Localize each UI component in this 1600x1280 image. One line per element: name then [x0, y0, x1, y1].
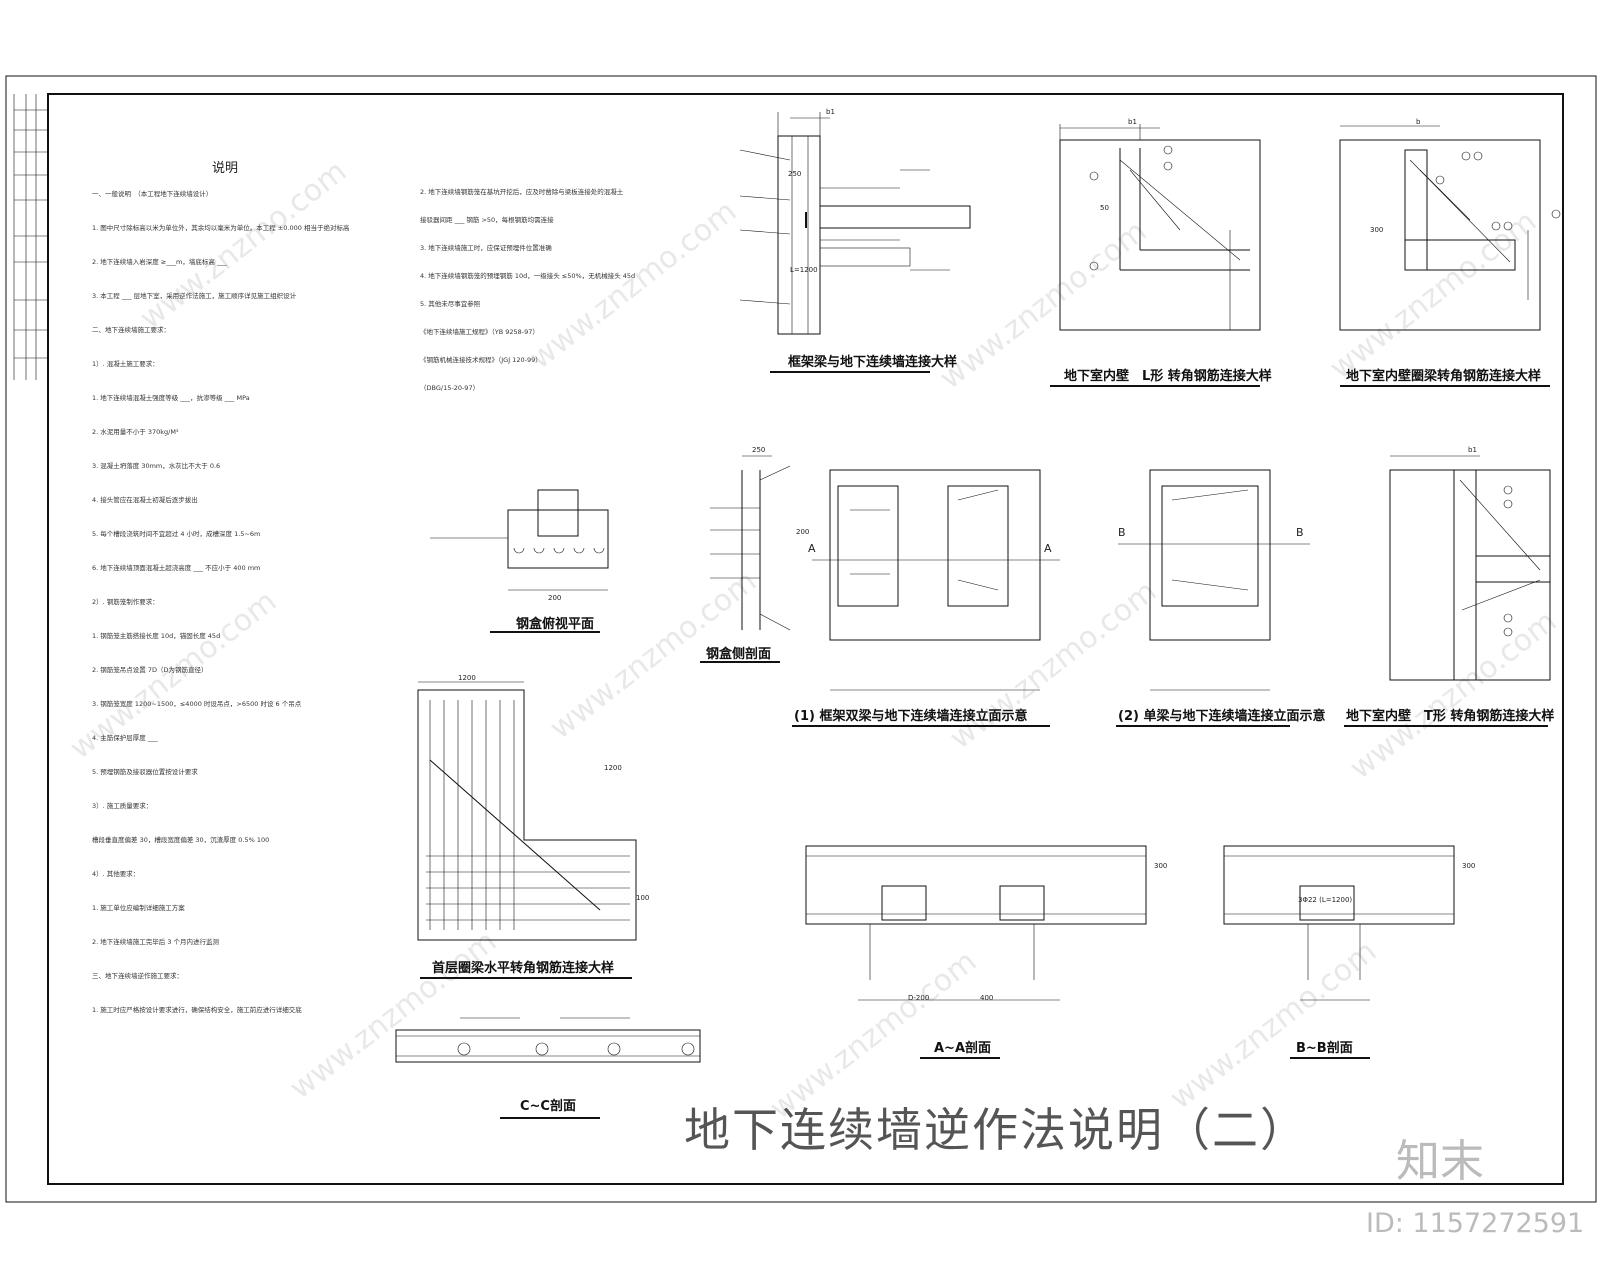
note-line: 4. 主筋保护层厚度 ___	[92, 733, 158, 742]
caption-d10: C~C剖面	[520, 1098, 576, 1114]
dimension-mark: 3Φ22 (L=1200)	[1298, 896, 1352, 904]
note-line: 1. 图中尺寸除标高以米为单位外，其余均以毫米为单位。本工程 ±0.000 相当…	[92, 223, 350, 232]
detail-t-corner: b1 地下室内壁 T形 转角钢筋连接大样	[1344, 446, 1554, 727]
detail-double-beam-elevation: A A (1) 框架双梁与地下连续墙连接立面示意	[792, 469, 1060, 727]
dimension-mark: 200	[796, 528, 809, 536]
note-line: 3. 钢筋笼宽度 1200~1500，≤4000 时设吊点，>6500 时设 6…	[92, 699, 302, 708]
note-line: 2）. 钢筋笼制作要求：	[92, 597, 159, 606]
caption-d9: 首层圈梁水平转角钢筋连接大样	[432, 960, 614, 976]
watermark-7: www.znzmo.com	[943, 574, 1163, 756]
notes-heading: 说明	[212, 161, 238, 176]
note-line: 4. 地下连续墙钢筋笼的预埋钢筋 10d，一级接头 ≤50%，无机械接头 45d	[420, 271, 635, 280]
note-line: 1. 地下连续墙混凝土强度等级 ___，抗渗等级 ___ MPa	[92, 393, 250, 402]
detail-section-cc: C~C剖面	[395, 1017, 701, 1119]
dimension-mark: 100	[636, 894, 649, 902]
caption-d5: 钢盒侧剖面	[706, 646, 771, 662]
note-line: 一、一般说明 （本工程地下连续墙设计）	[92, 189, 212, 198]
sec-a-right: A	[1044, 542, 1052, 555]
dim-250-d5: 250	[752, 446, 765, 454]
note-line: 《地下连续墙施工规程》（YB 9258-97）	[420, 327, 539, 336]
detail-ringbeam-corner: b 地下室内壁圈梁转角钢筋连接大样	[1339, 118, 1561, 387]
dimension-mark: 50	[1100, 204, 1109, 212]
dim-b1-d2: b1	[1128, 118, 1137, 126]
dim-1200-d9: 1200	[458, 674, 476, 682]
detail-ground-ringbeam-corner: 1200 首层圈梁水平转角钢筋连接大样	[417, 674, 637, 979]
notes-left-column: 一、一般说明 （本工程地下连续墙设计） 1. 图中尺寸除标高以米为单位外，其余均以…	[92, 189, 350, 1014]
note-line: 1. 钢筋笼主筋搭接长度 10d，锚固长度 45d	[92, 631, 220, 640]
detail-steel-box-section: 250 钢盒侧剖面	[700, 446, 791, 663]
note-line: 2. 水泥用量不小于 370kg/M³	[92, 427, 179, 436]
note-line: 1. 施工时应严格按设计要求进行，确保结构安全，施工前应进行详细交底	[92, 1005, 302, 1014]
watermark-2: www.znzmo.com	[523, 194, 743, 376]
sec-a-left: A	[808, 542, 816, 555]
note-line: 1. 施工单位应编制详细施工方案	[92, 903, 185, 912]
detail-single-beam-elevation: B B (2) 单梁与地下连续墙连接立面示意	[1116, 469, 1325, 727]
watermark-1: www.znzmo.com	[133, 154, 353, 336]
note-line: 5. 预埋钢筋及接驳器位置按设计要求	[92, 767, 198, 776]
caption-d7: (2) 单梁与地下连续墙连接立面示意	[1118, 708, 1325, 724]
note-line: 4）. 其他要求：	[92, 869, 139, 878]
note-line: 3. 混凝土坍落度 30mm，水灰比不大于 0.6	[92, 461, 220, 470]
sheet-inner-border	[47, 93, 1564, 1185]
detail-l-corner: b1 地下室内壁 L形 转角钢筋连接大样	[1050, 118, 1272, 387]
note-line: 槽段垂直度偏差 30，槽段宽度偏差 30，沉渣厚度 0.5% 100	[92, 835, 269, 844]
caption-d2: 地下室内壁 L形 转角钢筋连接大样	[1064, 368, 1272, 384]
dim-b-d3: b	[1416, 118, 1421, 126]
watermark-8: www.znzmo.com	[1343, 604, 1563, 786]
watermark-11: www.znzmo.com	[1163, 934, 1383, 1116]
note-line: 5. 每个槽段浇筑时间不宜超过 4 小时，成槽深度 1.5~6m	[92, 529, 260, 538]
watermark-4: www.znzmo.com	[1323, 204, 1543, 386]
note-line: 《钢筋机械连接技术规程》（JGJ 120-99）	[420, 355, 542, 364]
dim-b1-top: b1	[826, 108, 835, 116]
dim-l1200-d1: L=1200	[790, 266, 818, 274]
dim-200-d4: 200	[548, 594, 561, 602]
note-line: （DBG/15-20-97）	[420, 384, 479, 392]
note-line: 3. 地下连续墙施工时，应保证预埋件位置准确	[420, 243, 552, 252]
note-line: 1）. 混凝土施工要求：	[92, 359, 159, 368]
dim-b1-d8: b1	[1468, 446, 1477, 454]
note-line: 4. 接头管应在混凝土初凝后逐步拔出	[92, 495, 198, 504]
note-line: 二、地下连续墙施工要求：	[92, 325, 170, 334]
detail-steel-box-plan: 200 钢盒俯视平面	[430, 489, 609, 633]
note-line: 6. 地下连续墙顶面混凝土超浇高度 ___ 不应小于 400 mm	[92, 563, 260, 572]
watermark-9: www.znzmo.com	[283, 924, 503, 1106]
left-title-strip	[13, 94, 48, 380]
note-line: 2. 地下连续墙入岩深度 ≥___m，墙底标高 ___	[92, 257, 227, 266]
dimension-mark: 400	[980, 994, 993, 1002]
brand-logo: 知末	[1396, 1136, 1484, 1187]
dimension-mark: D-200	[908, 994, 929, 1002]
caption-d6: (1) 框架双梁与地下连续墙连接立面示意	[794, 708, 1027, 724]
caption-d11: A~A剖面	[934, 1040, 991, 1056]
brand-id: ID: 1157272591	[1366, 1208, 1584, 1239]
note-line: 接驳器间距 ___ 钢筋 >50，每根钢筋均需连接	[420, 215, 554, 224]
note-line: 2. 钢筋笼吊点设置 7D（D为钢筋直径）	[92, 665, 207, 674]
caption-d8: 地下室内壁 T形 转角钢筋连接大样	[1346, 708, 1554, 724]
detail-section-bb: 300 B~B剖面	[1223, 845, 1475, 1059]
dim-300-d12: 300	[1462, 862, 1475, 870]
note-line: 三、地下连续墙逆作施工要求：	[92, 971, 183, 980]
note-line: 5. 其他未尽事宜参照	[420, 299, 481, 308]
detail-beam-wall-connection: b1 L=1200 框架梁与地下连续墙连接大样	[739, 108, 971, 373]
dim-300-d11: 300	[1154, 862, 1167, 870]
detail-section-aa: 300 A~A剖面	[805, 845, 1167, 1059]
note-line: 2. 地下连续墙施工完毕后 3 个月内进行监测	[92, 937, 220, 946]
sec-b-left: B	[1118, 526, 1126, 539]
caption-d4: 钢盒俯视平面	[516, 616, 594, 632]
dimension-mark: 300	[1370, 226, 1383, 234]
note-line: 2. 地下连续墙钢筋笼在基坑开挖后，应及时凿除与梁板连接处的混凝土	[420, 187, 624, 196]
caption-d3: 地下室内壁圈梁转角钢筋连接大样	[1346, 368, 1541, 384]
sec-b-right: B	[1296, 526, 1304, 539]
sheet-outer-border	[5, 75, 1597, 1203]
dimension-mark: 1200	[604, 764, 622, 772]
note-line: 3）. 施工质量要求：	[92, 801, 152, 810]
watermark-10: www.znzmo.com	[763, 944, 983, 1126]
note-line: 3. 本工程 ___ 层地下室，采用逆作法施工，施工顺序详见施工组织设计	[92, 291, 297, 300]
caption-d1: 框架梁与地下连续墙连接大样	[788, 354, 957, 370]
caption-d12: B~B剖面	[1296, 1040, 1353, 1056]
sheet-title: 地下连续墙逆作法说明（二）	[684, 1103, 1308, 1157]
dimension-mark: 250	[788, 170, 801, 178]
